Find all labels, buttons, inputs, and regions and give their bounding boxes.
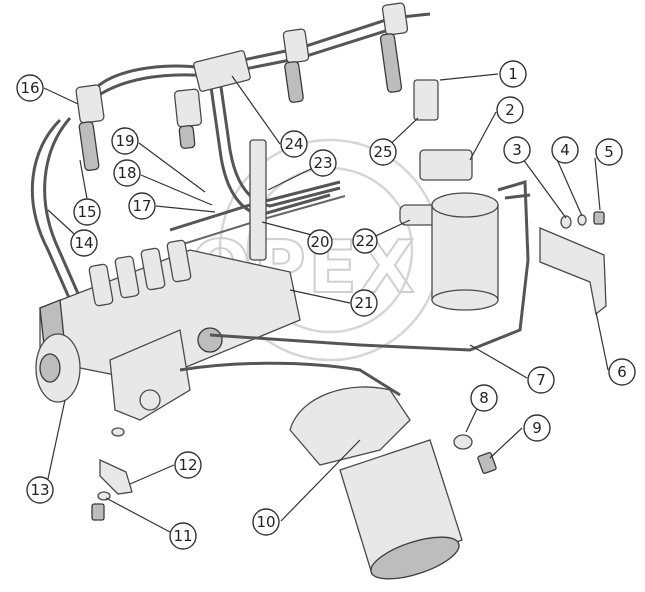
callout-label: 4	[560, 141, 570, 159]
leader-lines	[43, 73, 609, 533]
bolt-5	[593, 211, 605, 225]
callout-25: 25	[369, 138, 397, 166]
callout-4: 4	[551, 136, 579, 164]
callout-14: 14	[70, 229, 98, 257]
callout-label: 5	[604, 143, 614, 161]
injectors	[75, 2, 409, 172]
callout-24: 24	[280, 130, 308, 158]
injector-3	[282, 28, 310, 103]
callout-label: 8	[479, 389, 489, 407]
callout-11: 11	[169, 522, 197, 550]
sealing-ring-8	[453, 434, 473, 450]
pipe-bracket-20	[249, 139, 267, 261]
washer-4	[577, 214, 587, 226]
callout-20: 20	[307, 229, 333, 255]
nut-3	[560, 215, 572, 229]
clamp-bracket-1	[413, 79, 439, 121]
callout-label: 22	[355, 232, 374, 250]
callout-22: 22	[352, 228, 378, 254]
fuel-filter	[209, 180, 531, 352]
callout-5: 5	[595, 138, 623, 166]
callout-23: 23	[309, 149, 337, 177]
injector-1	[75, 84, 105, 172]
callout-16: 16	[16, 74, 44, 102]
fine-fuel-filter	[179, 361, 463, 580]
callout-label: 3	[512, 141, 522, 159]
callout-label: 19	[115, 132, 134, 150]
callout-label: 16	[20, 79, 39, 97]
injector-2	[173, 88, 203, 149]
fasteners-3-5	[560, 211, 605, 229]
callout-label: 7	[536, 371, 546, 389]
callout-label: 1	[508, 65, 518, 83]
callout-15: 15	[73, 198, 101, 226]
injector-4	[379, 2, 409, 93]
callout-2: 2	[496, 96, 524, 124]
callout-18: 18	[113, 159, 141, 187]
callout-label: 20	[310, 233, 329, 251]
banjo-fitting-parts	[91, 427, 133, 521]
plug-9	[477, 452, 497, 474]
banjo-bolt	[91, 503, 105, 521]
callout-17: 17	[128, 192, 156, 220]
callout-label: 6	[617, 363, 627, 381]
callout-label: 11	[173, 527, 192, 545]
callout-label: 23	[313, 154, 332, 172]
callout-13: 13	[26, 476, 54, 504]
callout-label: 24	[284, 135, 303, 153]
callout-21: 21	[350, 289, 378, 317]
filter-bracket-2	[419, 149, 473, 181]
callout-10: 10	[252, 508, 280, 536]
callout-label: 12	[178, 456, 197, 474]
callout-19: 19	[111, 127, 139, 155]
callout-label: 9	[532, 419, 542, 437]
callout-6: 6	[608, 358, 636, 386]
callout-3: 3	[503, 136, 531, 164]
callout-1: 1	[499, 60, 527, 88]
clamp-plate-24	[193, 50, 251, 92]
callout-label: 17	[132, 197, 151, 215]
callout-label: 18	[117, 164, 136, 182]
callout-12: 12	[174, 451, 202, 479]
line-clamps	[193, 50, 473, 181]
washer-upper	[111, 427, 125, 437]
callout-label: 21	[354, 294, 373, 312]
callout-label: 2	[505, 101, 515, 119]
mounting-bracket-6	[539, 227, 607, 316]
banjo-fitting-12	[99, 458, 133, 495]
callout-9: 9	[523, 414, 551, 442]
callout-label: 14	[74, 234, 93, 252]
callout-label: 10	[256, 513, 275, 531]
callout-7: 7	[527, 366, 555, 394]
callout-label: 15	[77, 203, 96, 221]
injection-pump	[35, 239, 301, 421]
callout-label: 25	[373, 143, 392, 161]
callout-8: 8	[470, 384, 498, 412]
callout-label: 13	[30, 481, 49, 499]
